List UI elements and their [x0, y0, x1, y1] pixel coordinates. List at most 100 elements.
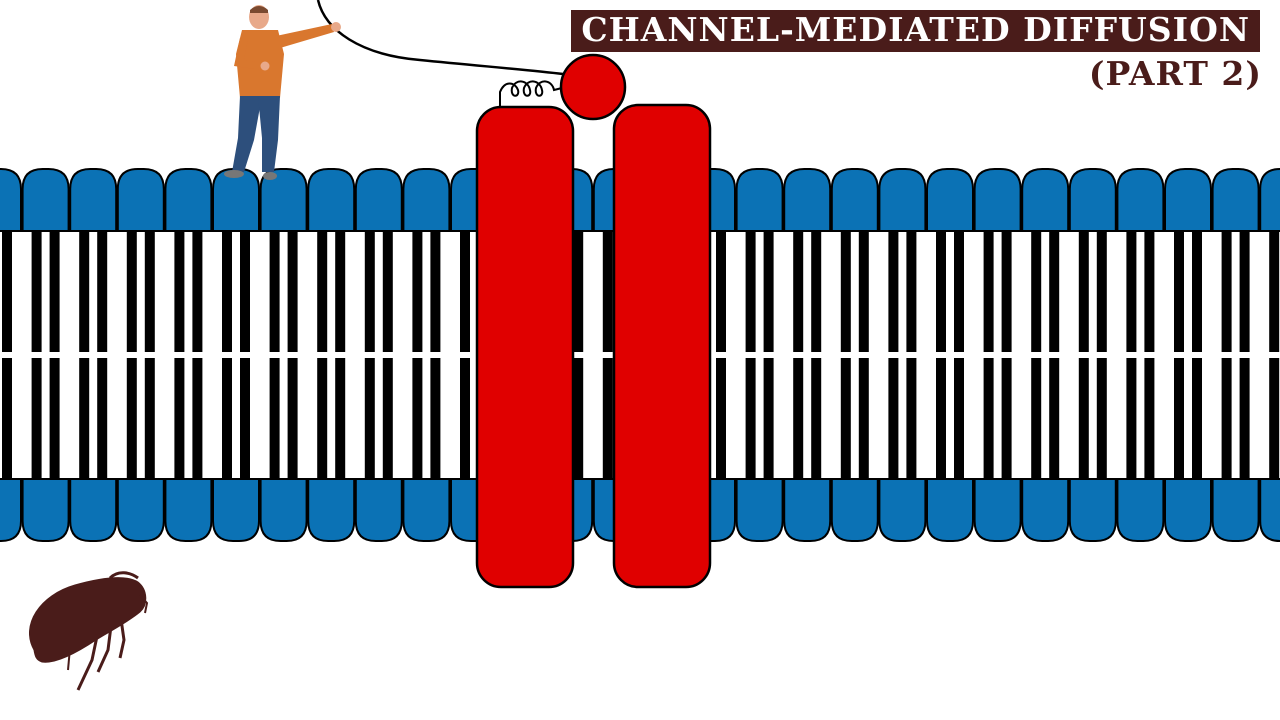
phospholipid-head: [735, 168, 784, 232]
phospholipid-head: [878, 168, 927, 232]
lipid-tail: [126, 358, 137, 482]
gate-pull-string: [316, 0, 564, 76]
phospholipid-head: [1068, 478, 1117, 542]
lipid-tail: [382, 228, 393, 352]
lipid-tail: [1001, 228, 1012, 352]
lipid-tail: [1221, 358, 1232, 482]
phospholipid-head: [973, 168, 1022, 232]
lipid-tail: [1221, 228, 1232, 352]
lipid-tail: [954, 228, 964, 352]
lipid-tail: [412, 358, 423, 482]
channel-gate-ball: [559, 53, 627, 121]
phospholipid-head: [1259, 478, 1280, 542]
phospholipid-head: [164, 168, 213, 232]
lipid-tail: [1049, 358, 1060, 482]
lipid-tail: [858, 358, 869, 482]
lipid-tail: [317, 228, 328, 352]
lipid-tail: [840, 228, 851, 352]
lipid-tail: [936, 358, 946, 482]
lipid-tail: [906, 228, 917, 352]
phospholipid-head: [1259, 168, 1280, 232]
phospholipid-head: [259, 478, 308, 542]
lipid-tail: [79, 228, 90, 352]
lipid-tail: [335, 228, 346, 352]
lipid-tail: [745, 358, 756, 482]
flea-logo-icon: [29, 571, 149, 691]
lipid-tail: [430, 358, 441, 482]
lipid-tail: [716, 358, 726, 482]
phospholipid-head: [1021, 168, 1070, 232]
lipid-tail: [31, 358, 42, 482]
phospholipid-head: [116, 168, 165, 232]
lipid-tail: [745, 228, 756, 352]
lipid-tail: [1144, 228, 1155, 352]
lipid-tail: [1031, 358, 1042, 482]
lipid-tail: [763, 358, 774, 482]
lipid-tail: [1031, 228, 1042, 352]
phospholipid-head: [21, 478, 70, 542]
phospholipid-head: [973, 478, 1022, 542]
lipid-tail: [1096, 228, 1107, 352]
lipid-tail: [144, 358, 155, 482]
lipid-tail: [811, 228, 822, 352]
phospholipid-head: [69, 168, 118, 232]
lipid-tail: [79, 358, 90, 482]
lipid-tail: [1192, 228, 1202, 352]
lipid-tail: [1049, 228, 1060, 352]
phospholipid-head: [354, 478, 403, 542]
phospholipid-head: [735, 478, 784, 542]
lipid-tail: [2, 358, 12, 482]
lipid-tail: [240, 228, 250, 352]
lipid-tail: [364, 358, 375, 482]
phospholipid-head: [402, 168, 451, 232]
phospholipid-head: [259, 168, 308, 232]
phospholipid-head: [926, 168, 974, 232]
channel-protein-left-subunit: [475, 105, 575, 589]
lipid-tail: [31, 228, 42, 352]
lipid-tail: [888, 358, 899, 482]
lipid-tail: [1126, 358, 1137, 482]
phospholipid-head: [830, 168, 879, 232]
lipid-tail: [430, 228, 441, 352]
phospholipid-head: [402, 478, 451, 542]
lipid-tail: [269, 358, 280, 482]
phospholipid-head: [354, 168, 403, 232]
lipid-tail: [222, 228, 232, 352]
lipid-tail: [2, 228, 12, 352]
lipid-tail: [460, 228, 470, 352]
phospholipid-head: [307, 168, 356, 232]
lipid-tail: [1126, 228, 1137, 352]
lipid-tail: [763, 228, 774, 352]
lipid-tail: [1001, 358, 1012, 482]
channel-protein-right-subunit: [612, 103, 712, 589]
phospholipid-head: [783, 168, 832, 232]
phospholipid-head: [1211, 478, 1260, 542]
phospholipid-head: [164, 478, 213, 542]
lipid-tail: [144, 228, 155, 352]
phospholipid-head: [69, 478, 118, 542]
phospholipid-head: [878, 478, 927, 542]
lipid-tail: [335, 358, 346, 482]
lipid-tail: [906, 358, 917, 482]
lipid-tail: [573, 228, 584, 352]
lipid-tail: [192, 228, 203, 352]
lipid-tail: [1144, 358, 1155, 482]
lipid-tail: [602, 358, 613, 482]
lipid-tail: [192, 358, 203, 482]
phospholipid-head: [783, 478, 832, 542]
lipid-tail: [1239, 358, 1250, 482]
phospholipid-head: [1211, 168, 1260, 232]
lipid-tail: [811, 358, 822, 482]
lipid-tail: [1096, 358, 1107, 482]
phospholipid-head: [0, 168, 22, 232]
lipid-tail: [1174, 228, 1184, 352]
lipid-tail: [983, 358, 994, 482]
lipid-tail: [1269, 228, 1280, 352]
lipid-tail: [174, 228, 185, 352]
lipid-tail: [602, 228, 613, 352]
lipid-tail: [793, 228, 804, 352]
phospholipid-head: [212, 478, 260, 542]
lipid-tail: [49, 228, 60, 352]
lipid-tail: [49, 358, 60, 482]
lipid-tail: [983, 228, 994, 352]
